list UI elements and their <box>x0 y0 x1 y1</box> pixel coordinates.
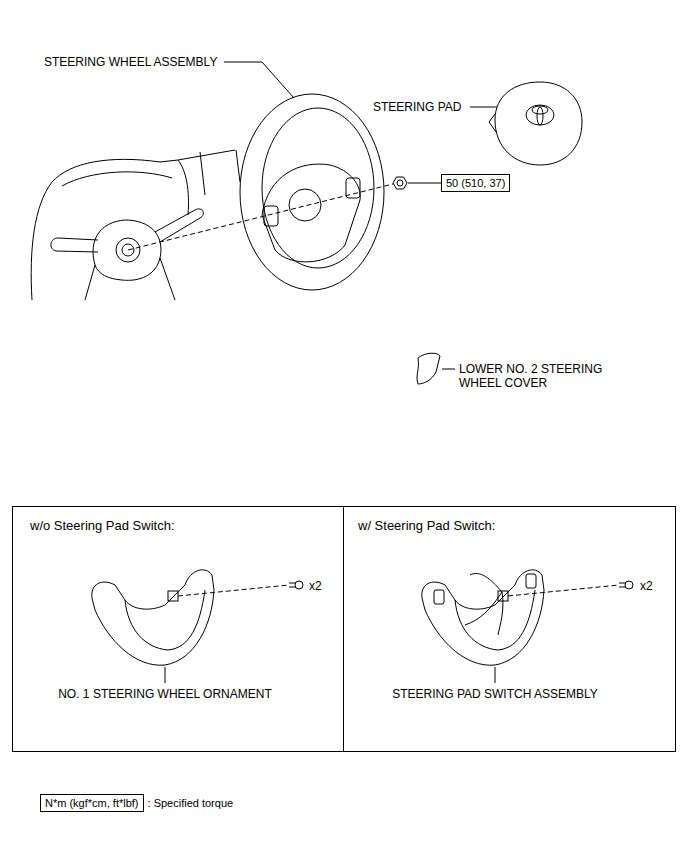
ornament-outline <box>92 570 214 665</box>
part-name: LOWER NO. 2 STEERING WHEEL COVER <box>459 362 614 390</box>
leader-line <box>495 667 496 683</box>
wheel-boss <box>289 189 321 221</box>
ornament-inner <box>125 590 205 650</box>
pad-tab <box>489 114 496 132</box>
variant-panel: w/ Steering Pad Switch: x2STEERING PAD SW… <box>343 506 676 752</box>
leader-line <box>470 107 497 108</box>
part-name: STEERING WHEEL ASSEMBLY <box>44 55 217 69</box>
part-name: STEERING PAD <box>373 100 461 114</box>
ornament-outline <box>422 570 544 665</box>
ornament-figure <box>92 570 303 683</box>
emblem <box>526 105 554 125</box>
ornament-inner <box>455 590 535 650</box>
center-line <box>178 585 289 596</box>
column-lower <box>85 258 175 300</box>
part-name: NO. 1 STEERING WHEEL ORNAMENT <box>58 687 272 702</box>
steering-pad <box>495 82 582 165</box>
dashboard-outline <box>31 159 188 300</box>
switch-button <box>526 574 536 588</box>
nut-hole <box>397 180 403 186</box>
part-name: STEERING PAD SWITCH ASSEMBLY <box>392 687 598 702</box>
wheel-switch <box>264 206 278 226</box>
torque-value: 50 (510, 37) <box>446 176 505 190</box>
panel-heading: w/ Steering Pad Switch: <box>358 518 495 534</box>
wire <box>465 574 503 635</box>
panel-heading: w/o Steering Pad Switch: <box>30 518 175 534</box>
clip <box>498 591 508 601</box>
switch-button <box>434 590 444 604</box>
center-line <box>508 585 619 596</box>
screw-head <box>295 581 303 589</box>
dash-edge <box>178 150 240 195</box>
leader-line <box>442 369 455 370</box>
turn-signal-lever <box>51 238 98 252</box>
torque-legend-box: N*m (kgf*cm, ft*lbf) <box>40 794 144 812</box>
quantity-note: x2 <box>309 579 322 594</box>
wheel-rim-inner <box>262 108 374 268</box>
clip <box>168 591 178 601</box>
center-line <box>128 184 393 250</box>
wheel-hub <box>262 164 360 262</box>
switch-figure <box>422 570 633 683</box>
column-cover <box>93 220 161 280</box>
legend-text: : Specified torque <box>148 796 234 810</box>
cover-part <box>417 353 440 384</box>
nut <box>393 177 407 189</box>
torque-box: 50 (510, 37) <box>441 174 510 192</box>
leader-line <box>165 667 166 683</box>
leader-line <box>224 62 294 98</box>
instrument-hood <box>62 172 172 186</box>
screw-head <box>625 581 633 589</box>
wheel-switch <box>346 178 360 198</box>
leader-line <box>408 183 441 184</box>
variant-panel: w/o Steering Pad Switch: x2NO. 1 STEERING… <box>12 506 344 752</box>
quantity-note: x2 <box>640 579 653 594</box>
wheel-rim <box>240 94 384 290</box>
emblem <box>537 107 543 125</box>
unit-note: N*m (kgf*cm, ft*lbf) <box>45 796 139 810</box>
illustration-lines <box>31 62 633 683</box>
